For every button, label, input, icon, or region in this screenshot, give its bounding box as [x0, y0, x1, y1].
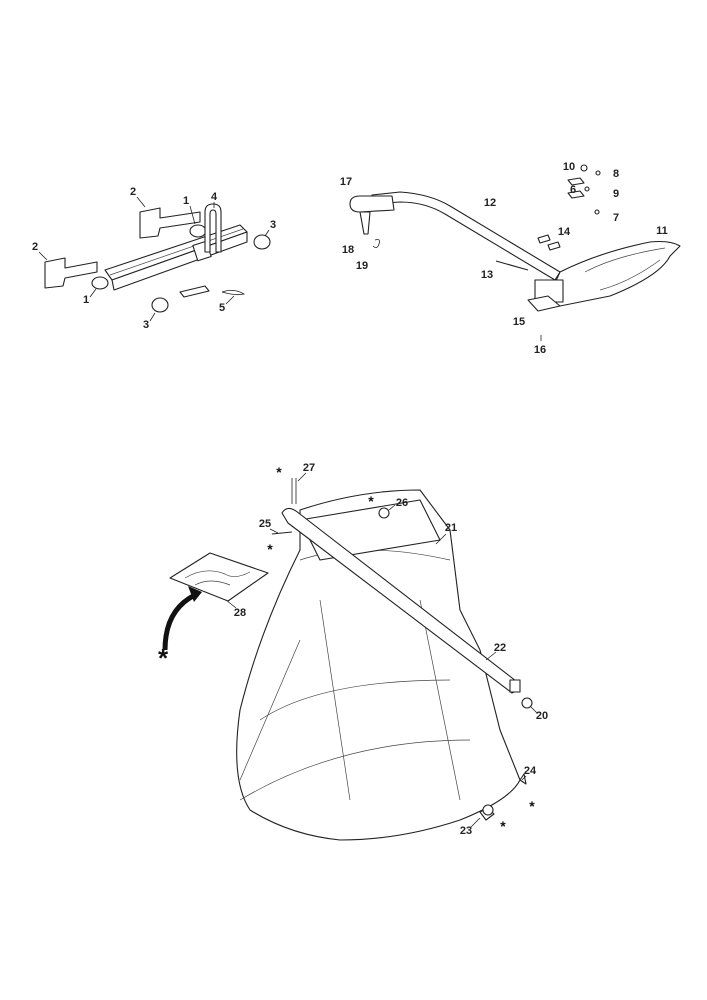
callout: 2	[130, 186, 136, 198]
callout: 1	[183, 195, 189, 207]
callout: 6	[570, 184, 576, 196]
callout: 11	[656, 225, 668, 237]
callout-labels-bag: 27 * * 26 25 * 21 28 22 20 24 * 23 * *	[158, 462, 548, 837]
grass-bag-assembly	[162, 478, 533, 841]
callout: 26	[396, 497, 408, 509]
callout: 20	[536, 710, 548, 722]
callout: 12	[484, 197, 496, 209]
callout: 3	[143, 319, 149, 331]
callout: 19	[356, 260, 368, 272]
callout: 21	[445, 522, 457, 534]
callout: 23	[460, 825, 472, 837]
callout: 25	[259, 518, 271, 530]
callout: 18	[342, 244, 354, 256]
callout: 2	[32, 241, 38, 253]
callout: 14	[558, 226, 571, 238]
callout: 24	[524, 765, 537, 777]
callout: 5	[219, 302, 225, 314]
callout: 17	[340, 176, 352, 188]
lever-assembly	[349, 164, 681, 341]
common-part-mark: *	[276, 464, 282, 480]
callout: 7	[613, 212, 619, 224]
common-part-mark: *	[529, 798, 535, 814]
common-part-mark: *	[368, 493, 374, 509]
callout: 8	[613, 168, 619, 180]
common-part-mark: *	[267, 541, 273, 557]
callout: 16	[534, 344, 546, 356]
callout: 27	[303, 462, 315, 474]
callout: 28	[234, 607, 246, 619]
common-part-mark-large: *	[158, 643, 169, 673]
callout: 9	[613, 188, 619, 200]
callout: 3	[270, 219, 276, 231]
callout-labels-lever: 17 12 10 8 6 9 7 14 11 18 19 13 15 16	[340, 161, 668, 356]
callout: 15	[513, 316, 525, 328]
common-part-mark: *	[500, 818, 506, 834]
callout: 13	[481, 269, 493, 281]
callout: 10	[563, 161, 575, 173]
hitch-bar-assembly	[44, 203, 271, 313]
callout: 22	[494, 642, 506, 654]
callout: 1	[83, 294, 89, 306]
callout-labels-hitch: 1 2 4 3 2 1 3 5	[32, 186, 276, 331]
callout: 4	[211, 191, 218, 203]
